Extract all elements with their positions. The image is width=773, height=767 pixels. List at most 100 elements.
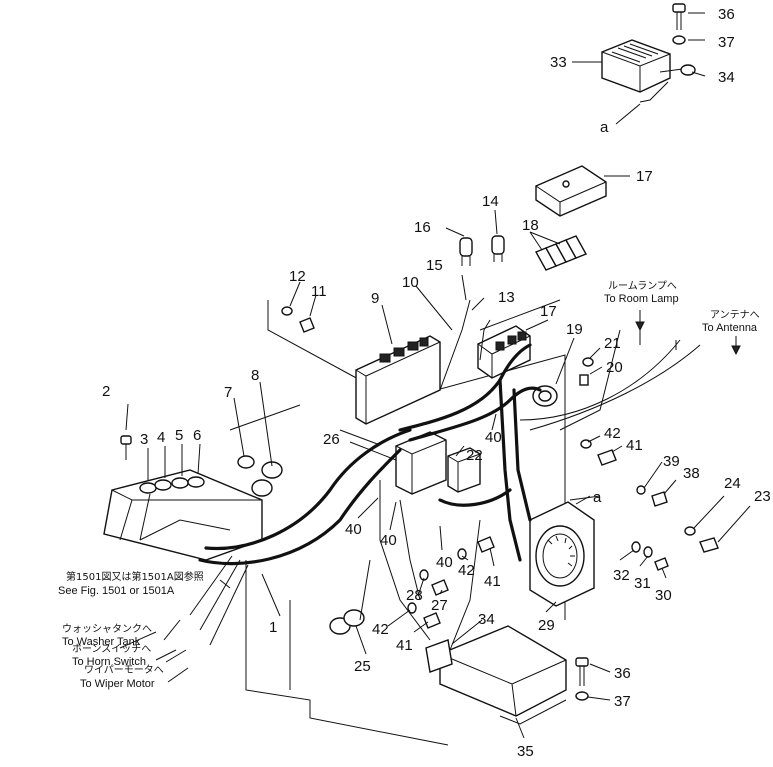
switches-7-8 [237,455,283,497]
callout-37: 37 [718,34,735,51]
callout-9: 9 [371,290,379,307]
callout-numbers: 36 37 33 34 a 17 14 16 18 15 12 11 10 9 … [102,6,771,760]
callout-29: 29 [538,617,555,634]
callout-37b: 37 [614,693,631,710]
callout-2: 2 [102,383,110,400]
callout-30: 30 [655,587,672,604]
gauge-29 [529,501,595,607]
callout-17: 17 [636,168,653,185]
note-washer-en: To Washer Tank [62,636,141,648]
screw-11 [299,317,315,333]
washer-39 [636,485,646,495]
callout-21: 21 [604,335,621,352]
callout-5: 5 [175,427,183,444]
note-horn-en: To Horn Switch [72,656,146,668]
fuses-18 [535,235,587,271]
screw-38 [651,491,668,507]
lamp-16 [459,237,473,266]
note-wiper-en: To Wiper Motor [80,678,155,690]
annotations: ルームランプへ To Room Lamp アンテナへ To Antenna 第1… [58,280,760,690]
fuse-box-9 [355,335,441,425]
relay-33 [601,39,696,103]
note-room-lamp-jp: ルームランプへ [608,280,677,292]
callout-16: 16 [414,219,431,236]
callout-31: 31 [634,575,651,592]
callout-42a: 42 [604,425,621,442]
callout-42c: 42 [372,621,389,638]
callout-34: 34 [718,69,735,86]
note-room-lamp-en: To Room Lamp [604,293,679,305]
callout-1: 1 [269,619,277,636]
callout-39: 39 [663,453,680,470]
leader-lines [125,12,751,739]
note-wiper-jp: ワイパーモータへ [84,664,164,676]
connector-block-17 [477,325,531,379]
washer-21 [582,357,594,367]
callout-17b: 17 [540,303,557,320]
callout-25: 25 [354,658,371,675]
switch-19 [532,385,558,407]
callout-41b: 41 [484,573,501,590]
callout-38: 38 [683,465,700,482]
washer-24 [684,526,696,536]
note-fig-ref-en: See Fig. 1501 or 1501A [58,585,175,597]
callout-33: 33 [550,54,567,71]
callout-11: 11 [311,283,327,300]
screw-20 [579,374,589,386]
direction-arrows [119,310,741,683]
callout-40b: 40 [345,521,362,538]
bulbs-3-6 [139,476,205,494]
callout-34b: 34 [478,611,495,628]
callout-8: 8 [251,367,259,384]
callout-36: 36 [718,6,735,23]
callout-40d: 40 [436,554,453,571]
callout-15: 15 [426,257,443,274]
relay-26 [395,431,447,495]
callout-24: 24 [724,475,741,492]
note-antenna-jp: アンテナへ [710,309,760,321]
note-fig-ref-jp: 第1501図又は第1501A図参照 [66,570,204,583]
callout-6: 6 [193,427,201,444]
note-horn-jp: ホーンスイッチへ [72,643,151,655]
callout-40a: 40 [485,429,502,446]
washer-31 [643,546,653,558]
bolt-36-bottom [575,657,589,686]
note-antenna-en: To Antenna [702,322,758,334]
callout-3: 3 [140,431,148,448]
callout-42b: 42 [458,562,475,579]
callout-20: 20 [606,359,623,376]
callout-41a: 41 [626,437,643,454]
callout-22: 22 [466,447,483,464]
hardware-27-28 [419,569,449,596]
callout-32: 32 [613,567,630,584]
callout-12: 12 [289,268,306,285]
callout-40c: 40 [380,532,397,549]
callout-28: 28 [406,587,423,604]
clamp-34 [425,639,453,673]
washer-32 [631,541,641,553]
callout-18: 18 [522,217,539,234]
callout-27: 27 [431,597,448,614]
washer-12 [281,306,293,316]
callout-7: 7 [224,384,232,401]
screw-30 [654,557,669,571]
callout-a: a [600,119,609,136]
screw-23 [699,537,719,553]
washer-37-bottom [575,691,589,701]
fuse-cover-17 [535,165,607,217]
callout-14: 14 [482,193,499,210]
relay-22 [447,447,481,493]
callout-26: 26 [323,431,340,448]
callout-35: 35 [517,743,534,760]
lamp-14 [491,235,505,262]
callout-41c: 41 [396,637,413,654]
note-washer-jp: ウォッシャタンクへ [62,623,152,635]
relay-box-35 [439,625,567,725]
screw-41-right [597,449,617,466]
callout-4: 4 [157,429,165,446]
callout-36b: 36 [614,665,631,682]
callout-23: 23 [754,488,771,505]
bolt-2 [120,435,132,460]
callout-10: 10 [402,274,419,291]
